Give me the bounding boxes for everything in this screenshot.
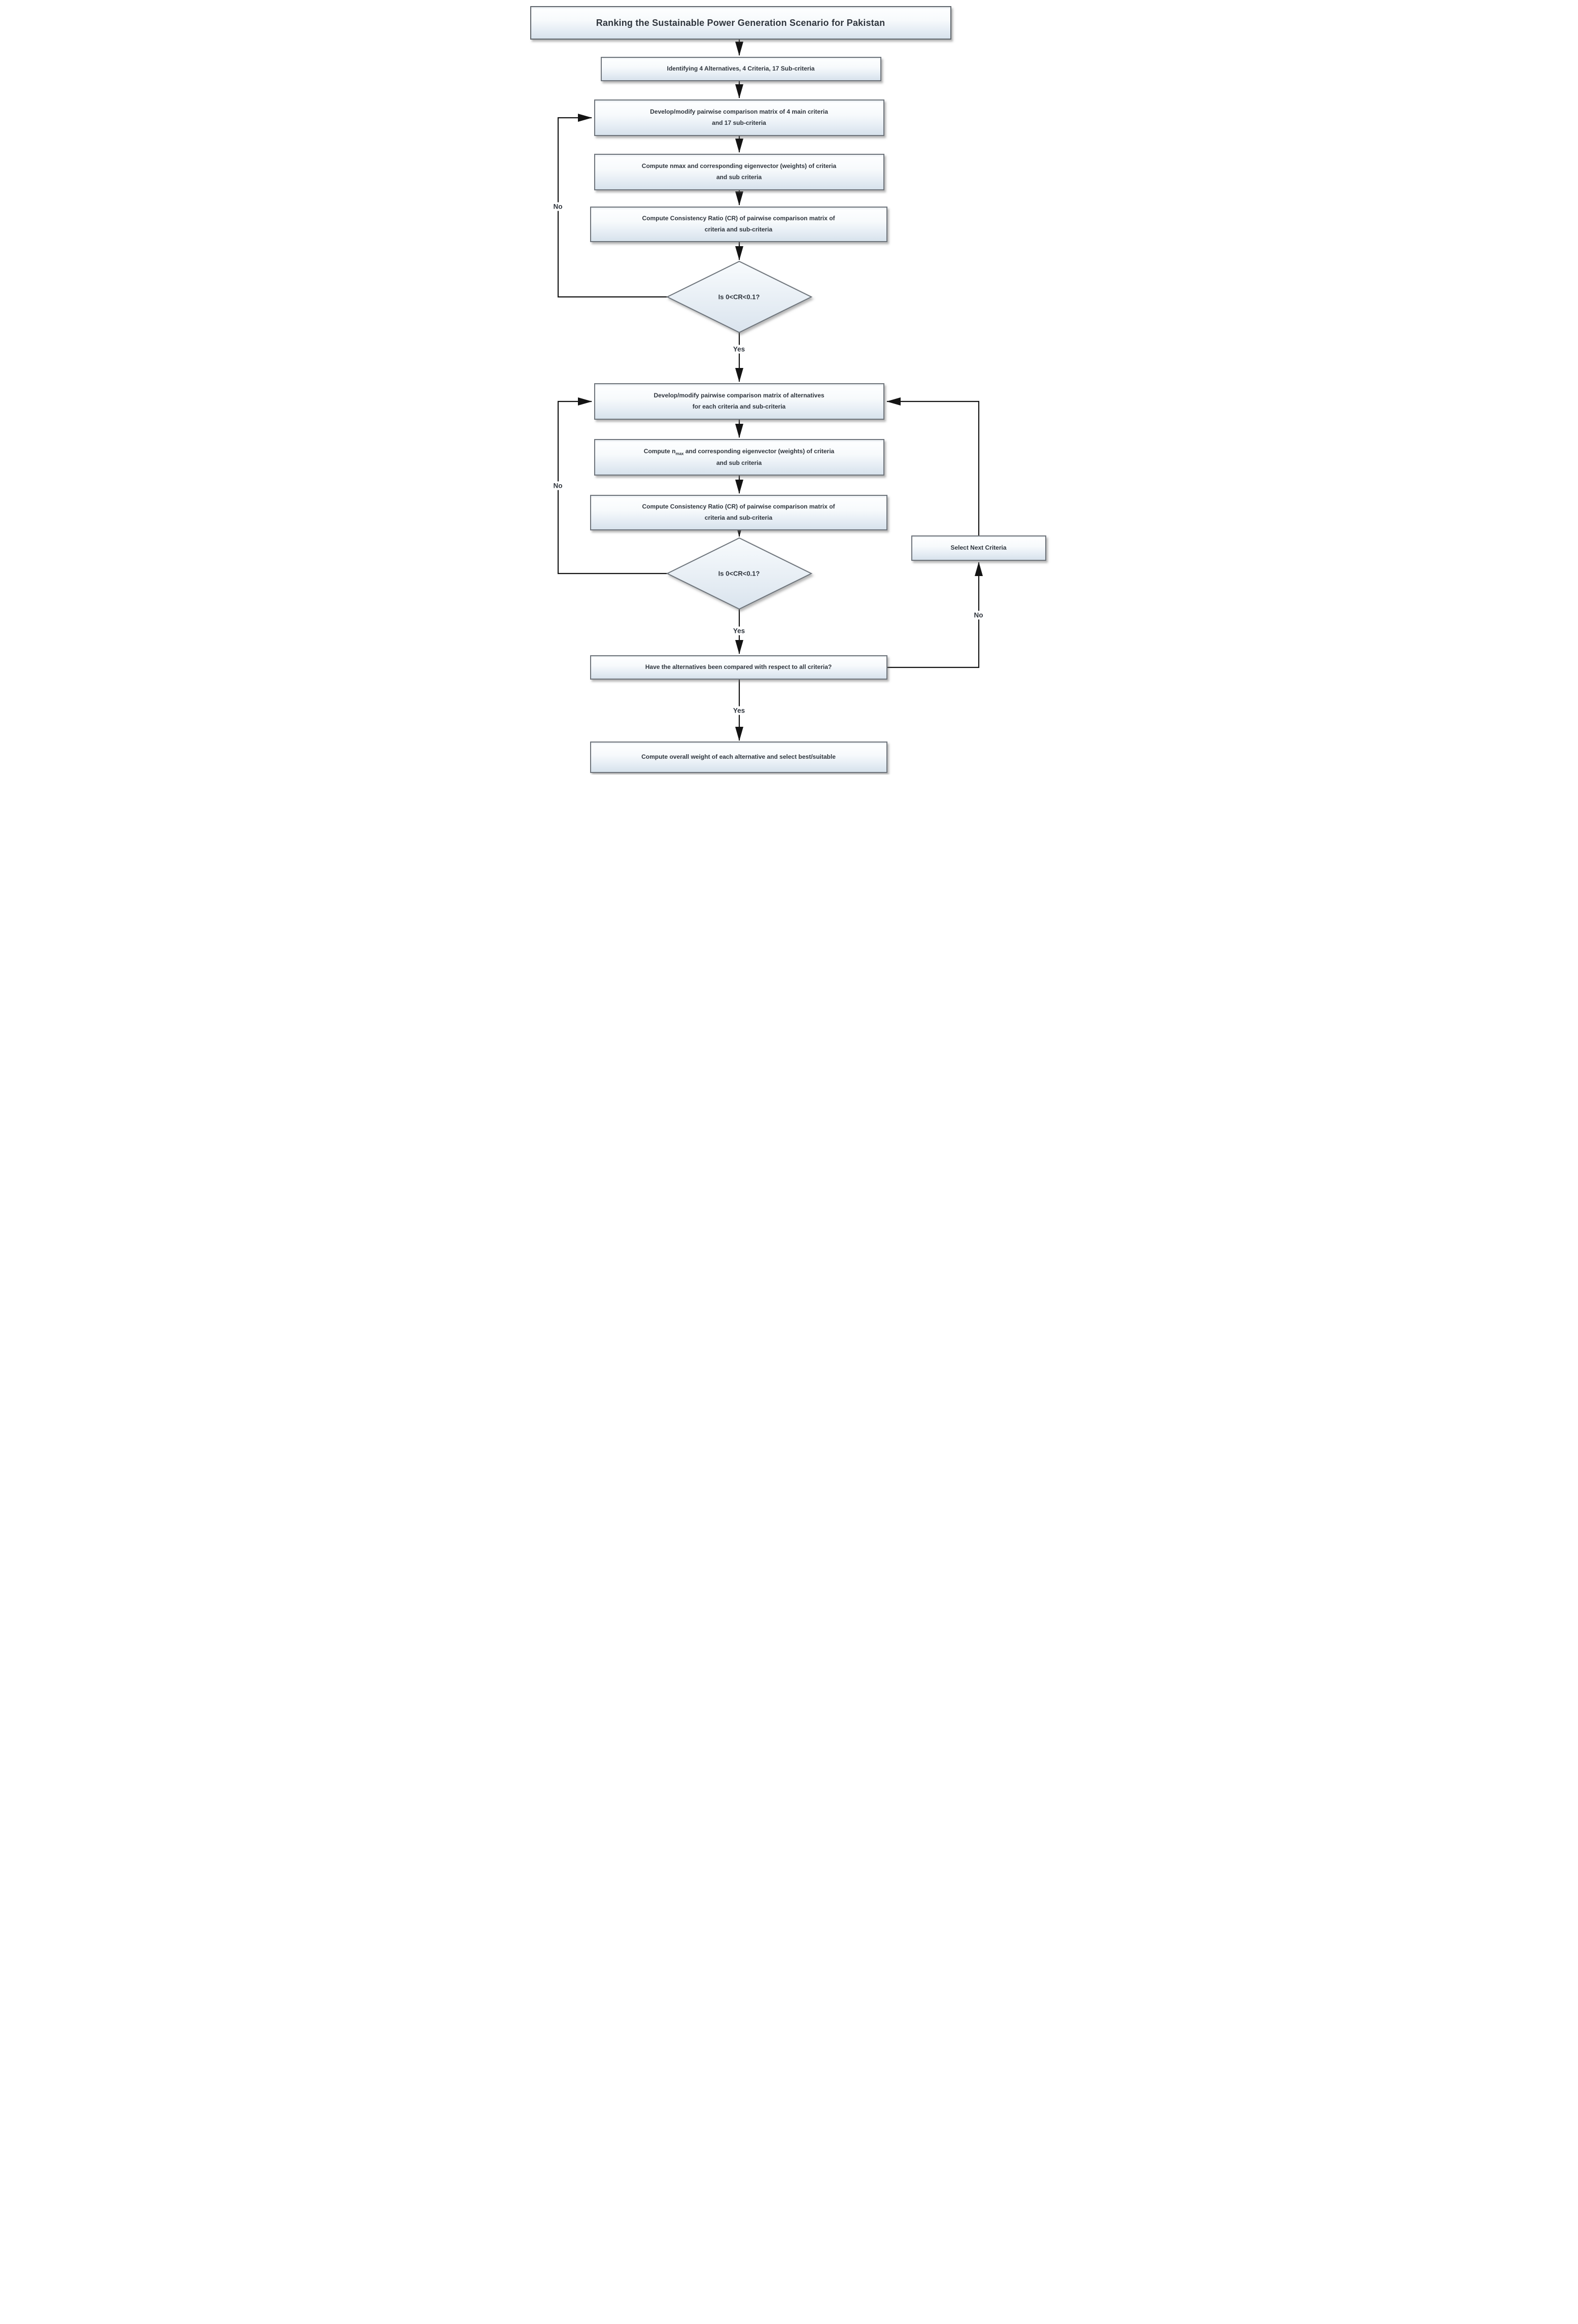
edge-label-yes-alternatives: Yes	[730, 626, 748, 635]
decision-diamond-criteria-cr	[666, 260, 812, 333]
node-compute-overall-text: Compute overall weight of each alternati…	[641, 753, 836, 761]
node-compute-cr-alternatives: Compute Consistency Ratio (CR) of pairwi…	[590, 495, 887, 530]
decision-alternatives-cr-label: Is 0<CR<0.1?	[718, 569, 760, 578]
connector-select-next-to-develop2	[886, 397, 979, 535]
node-cr-alternatives-line2: criteria and sub-criteria	[704, 514, 773, 521]
node-all-criteria-check-text: Have the alternatives been compared with…	[645, 663, 832, 671]
edge-label-no-alternatives-loop: No	[550, 481, 566, 490]
node-cr-criteria-line2: criteria and sub-criteria	[704, 226, 773, 233]
node-select-next-criteria: Select Next Criteria	[911, 535, 1046, 561]
node-nmax-alternatives-line1: Compute nmax and corresponding eigenvect…	[644, 446, 834, 458]
node-cr-criteria-line1: Compute Consistency Ratio (CR) of pairwi…	[642, 215, 835, 222]
node-compute-cr-criteria: Compute Consistency Ratio (CR) of pairwi…	[590, 207, 887, 242]
node-select-next-text: Select Next Criteria	[950, 544, 1007, 552]
connector-check-no-to-select-next	[887, 562, 983, 668]
connector-decision2-no-loop	[557, 397, 667, 575]
node-identify-alternatives: Identifying 4 Alternatives, 4 Criteria, …	[600, 57, 881, 81]
node-nmax-criteria-line2: and sub criteria	[716, 174, 762, 181]
node-develop-criteria-line2: and 17 sub-criteria	[712, 119, 766, 126]
flowchart-canvas: Ranking the Sustainable Power Generation…	[526, 0, 1052, 774]
node-nmax-criteria-line1: Compute nmax and corresponding eigenvect…	[641, 162, 837, 170]
node-cr-alternatives-line1: Compute Consistency Ratio (CR) of pairwi…	[642, 503, 835, 511]
connectors-layer	[557, 40, 983, 741]
node-title: Ranking the Sustainable Power Generation…	[530, 6, 951, 40]
node-develop-criteria-matrix: Develop/modify pairwise comparison matri…	[594, 99, 884, 136]
edge-label-no-criteria-loop: No	[550, 202, 566, 211]
node-compute-overall-weight: Compute overall weight of each alternati…	[590, 742, 887, 773]
decision-diamond-alternatives-cr	[666, 537, 812, 610]
edge-label-yes-all-compared: Yes	[730, 706, 748, 715]
node-develop-alternatives-matrix: Develop/modify pairwise comparison matri…	[594, 383, 884, 420]
nmax-pre-text: Compute n	[643, 447, 676, 455]
node-identify-text: Identifying 4 Alternatives, 4 Criteria, …	[667, 65, 815, 73]
node-develop-alternatives-line2: for each criteria and sub-criteria	[692, 403, 786, 410]
node-develop-criteria-line1: Develop/modify pairwise comparison matri…	[650, 108, 828, 116]
nmax-subscript: max	[675, 451, 684, 456]
node-develop-alternatives-line1: Develop/modify pairwise comparison matri…	[654, 392, 825, 399]
node-nmax-alternatives-line2: and sub criteria	[716, 459, 762, 466]
edge-label-no-next-criteria: No	[971, 611, 986, 620]
nmax-post-text: and corresponding eigenvector (weights) …	[683, 447, 835, 455]
node-compute-nmax-alternatives: Compute nmax and corresponding eigenvect…	[594, 439, 884, 476]
node-compute-nmax-criteria: Compute nmax and corresponding eigenvect…	[594, 154, 884, 190]
title-text: Ranking the Sustainable Power Generation…	[596, 17, 885, 28]
decision-criteria-cr-label: Is 0<CR<0.1?	[718, 293, 760, 301]
node-all-criteria-check: Have the alternatives been compared with…	[590, 655, 887, 680]
edge-label-yes-criteria: Yes	[730, 345, 748, 354]
